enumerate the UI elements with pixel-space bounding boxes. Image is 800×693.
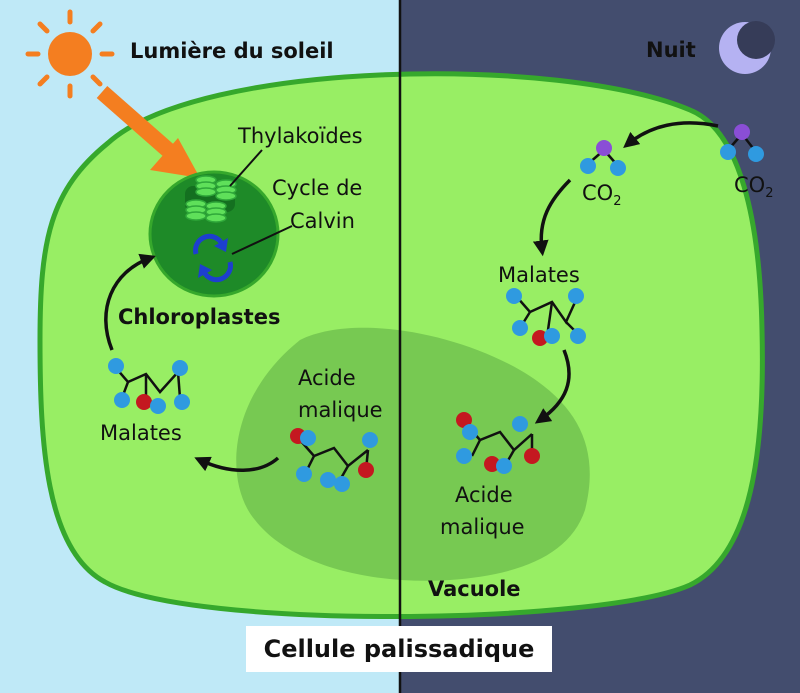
cell-title-box: Cellule palissadique — [246, 626, 552, 672]
malic-acid-right-line1: Acide — [455, 483, 513, 507]
sunlight-arrow — [96, 85, 200, 178]
chloroplast — [148, 170, 280, 298]
calvin-pointer — [231, 225, 293, 255]
malates-right-label: Malates — [498, 263, 580, 287]
arrow-co2-into-cell — [623, 121, 719, 148]
arrow-malic-acid-to-malates — [194, 456, 280, 472]
thylakoid-label: Thylakoïdes — [237, 124, 363, 148]
night-label: Nuit — [646, 38, 696, 62]
thylakoid-pointer — [229, 149, 263, 187]
arrow-malates-to-chloroplast — [104, 253, 156, 351]
moon-icon — [719, 21, 775, 74]
arrow-co2-to-malates — [532, 178, 572, 257]
malic-acid-molecule-center — [290, 428, 378, 492]
thylakoid-stack-icon — [185, 175, 237, 223]
calvin-label-line2: Calvin — [290, 209, 355, 233]
calvin-label-line1: Cycle de — [272, 176, 362, 200]
co2-molecule-inside — [580, 140, 626, 176]
co2-outside-label: CO2 — [734, 173, 773, 201]
cell-title: Cellule palissadique — [263, 635, 535, 663]
malate-molecule-right — [506, 288, 586, 346]
arrow-malates-to-vacuole — [534, 349, 571, 424]
malates-left-label: Malates — [100, 421, 182, 445]
chloroplast-label: Chloroplastes — [118, 305, 280, 329]
sunlight-label: Lumière du soleil — [130, 39, 334, 63]
malic-acid-molecule-right — [456, 412, 540, 474]
co2-molecule-outside — [720, 124, 764, 162]
calvin-cycle-icon — [193, 233, 233, 283]
malic-acid-center-line1: Acide — [298, 366, 356, 390]
co2-inside-label: CO2 — [582, 181, 621, 209]
vacuole — [236, 327, 590, 581]
sun-icon — [25, 9, 115, 99]
malate-molecule-left — [108, 358, 190, 414]
vacuole-label: Vacuole — [428, 577, 521, 601]
malic-acid-right-line2: malique — [440, 515, 525, 539]
malic-acid-center-line2: malique — [298, 398, 383, 422]
